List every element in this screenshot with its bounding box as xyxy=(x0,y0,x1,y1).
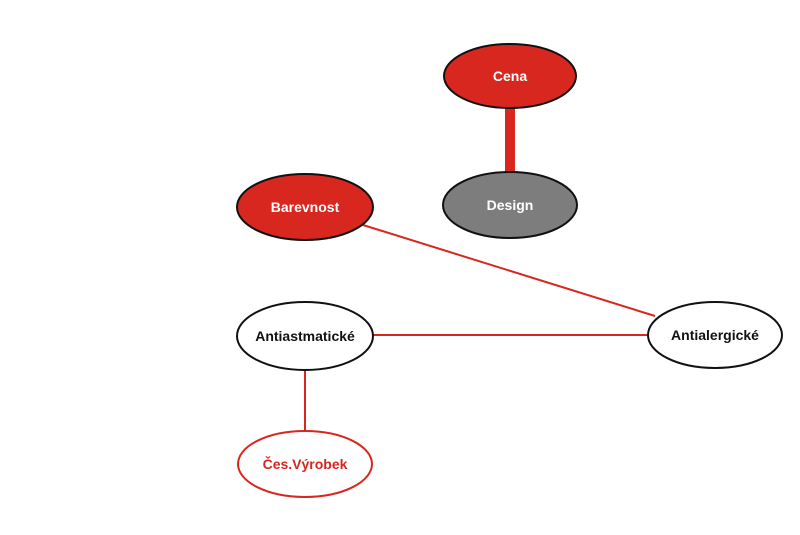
node-barevnost-label: Barevnost xyxy=(271,199,340,215)
node-ces-vyrobek: Čes.Výrobek xyxy=(237,430,373,498)
node-design: Design xyxy=(442,171,578,239)
node-barevnost: Barevnost xyxy=(236,173,374,241)
node-antialergicke-shape xyxy=(647,301,783,369)
node-antiastmaticke-label: Antiastmatické xyxy=(255,328,355,344)
edge-barevnost-antialergicke xyxy=(362,224,656,317)
node-design-shape xyxy=(442,171,578,239)
node-antiastmaticke: Antiastmatické xyxy=(236,301,374,371)
node-antiastmaticke-shape xyxy=(236,301,374,371)
node-antialergicke: Antialergické xyxy=(647,301,783,369)
node-cena-shape xyxy=(443,43,577,109)
node-barevnost-shape xyxy=(236,173,374,241)
node-ces-vyrobek-label: Čes.Výrobek xyxy=(263,455,348,472)
node-design-label: Design xyxy=(487,197,534,213)
node-ces-vyrobek-shape xyxy=(237,430,373,498)
node-cena: Cena xyxy=(443,43,577,109)
node-antialergicke-label: Antialergické xyxy=(671,327,759,343)
node-cena-label: Cena xyxy=(493,68,527,84)
